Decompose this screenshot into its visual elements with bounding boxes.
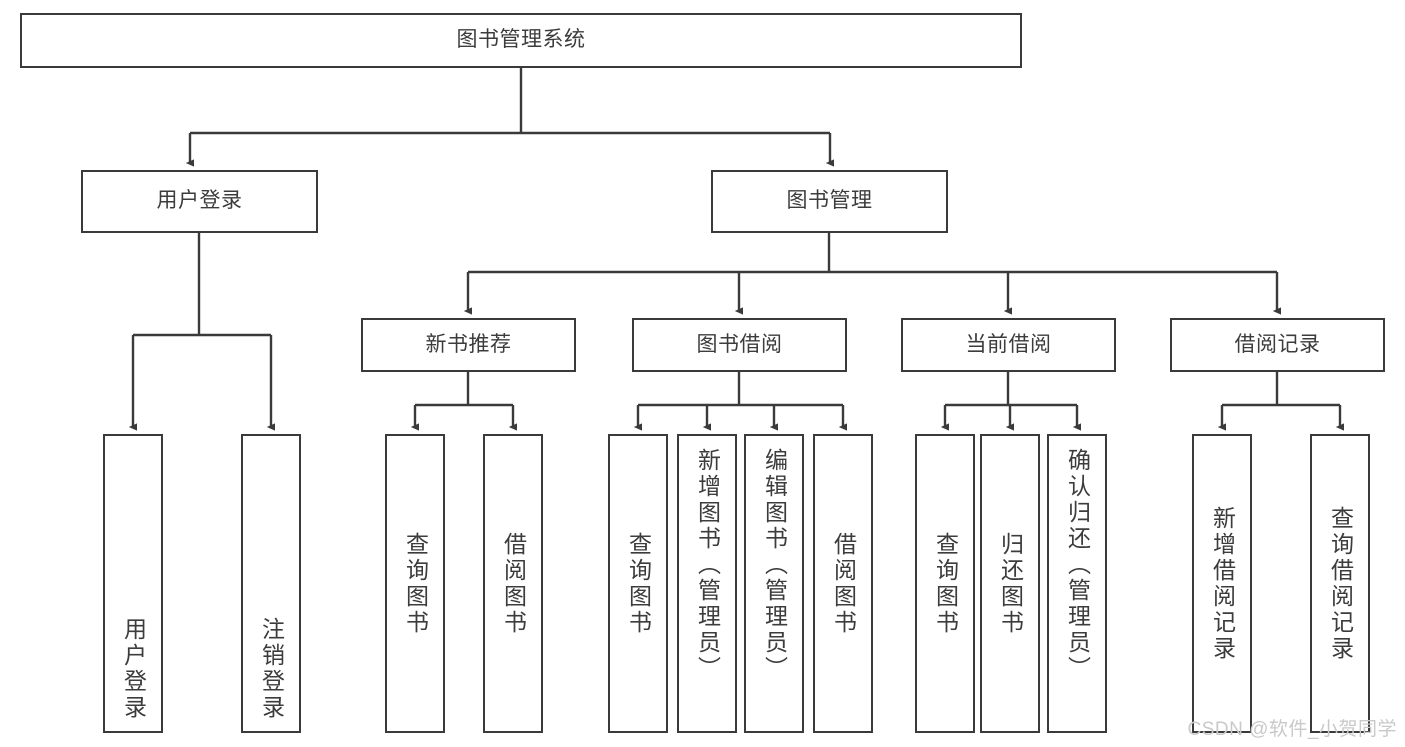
node-label: 编辑图书（管理员） bbox=[761, 448, 788, 682]
node-label: 查询图书 bbox=[402, 531, 429, 636]
node-label: 确认归还（管理员） bbox=[1064, 448, 1091, 682]
node-book-borrow[interactable]: 图书借阅 bbox=[632, 318, 847, 372]
node-label: 新增图书（管理员） bbox=[694, 448, 721, 682]
node-leaf-edit-book[interactable]: 编辑图书（管理员） bbox=[744, 434, 804, 733]
node-borrow-record[interactable]: 借阅记录 bbox=[1170, 318, 1385, 372]
node-label: 图书管理系统 bbox=[456, 28, 586, 52]
node-label: 借阅图书 bbox=[830, 531, 857, 636]
node-leaf-logout-login[interactable]: 注销登录 bbox=[241, 434, 301, 733]
node-label: 借阅图书 bbox=[500, 531, 527, 636]
node-leaf-query-book-2[interactable]: 查询图书 bbox=[608, 434, 668, 733]
node-label: 查询图书 bbox=[625, 531, 652, 636]
node-label: 归还图书 bbox=[997, 531, 1024, 636]
node-leaf-query-book-1[interactable]: 查询图书 bbox=[385, 434, 445, 733]
node-current-borrow[interactable]: 当前借阅 bbox=[901, 318, 1116, 372]
node-label: 注销登录 bbox=[258, 617, 285, 721]
node-label: 图书借阅 bbox=[696, 332, 783, 356]
node-label: 图书管理 bbox=[786, 189, 873, 213]
node-label: 用户登录 bbox=[120, 617, 147, 721]
node-leaf-query-book-3[interactable]: 查询图书 bbox=[915, 434, 975, 733]
node-new-book-recommend[interactable]: 新书推荐 bbox=[361, 318, 576, 372]
node-label: 新书推荐 bbox=[425, 332, 512, 356]
node-label: 借阅记录 bbox=[1234, 332, 1321, 356]
node-label: 用户登录 bbox=[156, 189, 243, 213]
node-leaf-borrow-book-2[interactable]: 借阅图书 bbox=[813, 434, 873, 733]
node-book-management[interactable]: 图书管理 bbox=[711, 170, 948, 233]
node-leaf-confirm-return[interactable]: 确认归还（管理员） bbox=[1047, 434, 1107, 733]
node-leaf-query-record[interactable]: 查询借阅记录 bbox=[1310, 434, 1370, 733]
node-leaf-add-record[interactable]: 新增借阅记录 bbox=[1192, 434, 1252, 733]
node-label: 查询图书 bbox=[932, 531, 959, 636]
node-system-root[interactable]: 图书管理系统 bbox=[20, 13, 1022, 68]
node-user-login[interactable]: 用户登录 bbox=[81, 170, 318, 233]
node-leaf-borrow-book-1[interactable]: 借阅图书 bbox=[483, 434, 543, 733]
node-label: 当前借阅 bbox=[965, 332, 1052, 356]
node-leaf-user-login[interactable]: 用户登录 bbox=[103, 434, 163, 733]
node-label: 新增借阅记录 bbox=[1209, 505, 1236, 662]
node-leaf-return-book[interactable]: 归还图书 bbox=[980, 434, 1040, 733]
node-label: 查询借阅记录 bbox=[1327, 505, 1354, 662]
csdn-watermark: CSDN @软件_小贺同学 bbox=[1187, 719, 1397, 740]
node-leaf-add-book[interactable]: 新增图书（管理员） bbox=[677, 434, 737, 733]
